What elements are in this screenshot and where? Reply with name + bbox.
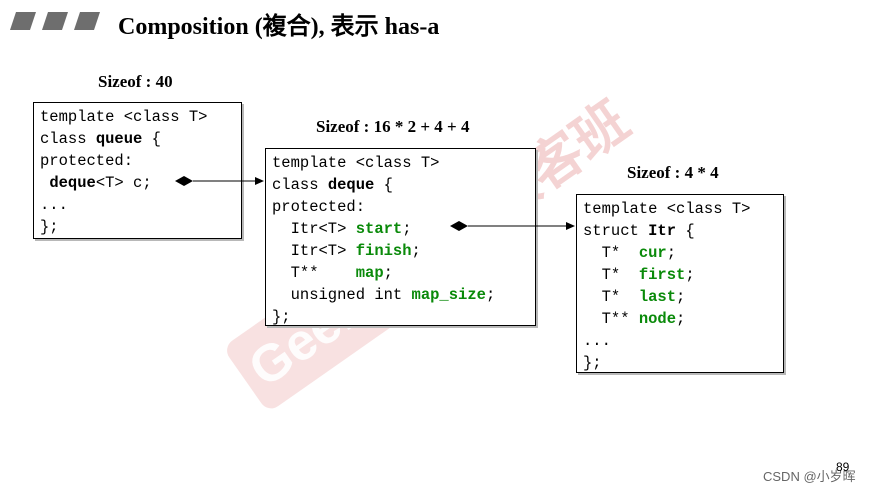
code-line-member: deque<T> c; bbox=[49, 174, 152, 192]
code-line: protected: bbox=[40, 152, 134, 170]
member-name: map bbox=[355, 264, 384, 282]
code-line: template <class T> bbox=[583, 200, 751, 218]
title-bar-3 bbox=[74, 12, 100, 30]
code-line-member: T* cur; bbox=[583, 244, 677, 262]
member-name: map_size bbox=[411, 286, 486, 304]
csdn-credit: CSDN @小岁晖 bbox=[763, 469, 856, 484]
code-line: ... bbox=[40, 196, 68, 214]
arrowhead-icon bbox=[566, 222, 575, 230]
code-line: protected: bbox=[272, 198, 366, 216]
queue-to-deque-arrow bbox=[175, 176, 264, 186]
code-line-member: T* first; bbox=[583, 266, 695, 284]
member-name: node bbox=[638, 310, 677, 328]
code-line: template <class T> bbox=[40, 108, 208, 126]
code-line-member: Itr<T> start; bbox=[272, 220, 412, 238]
itr-sizeof-label: Sizeof : 4 * 4 bbox=[627, 163, 719, 182]
member-name: start bbox=[355, 220, 403, 238]
code-line-member: Itr<T> finish; bbox=[272, 242, 421, 260]
member-name: finish bbox=[355, 242, 412, 260]
slide-title: Composition (複合), 表示 has-a bbox=[118, 14, 440, 40]
queue-sizeof-label: Sizeof : 40 bbox=[98, 72, 173, 91]
struct-name: Itr bbox=[648, 222, 677, 240]
itr-code-box: template <class T> struct Itr { T* cur; … bbox=[576, 194, 784, 373]
class-name: deque bbox=[327, 176, 375, 194]
title-bars-decoration bbox=[10, 12, 100, 30]
code-line: struct Itr { bbox=[583, 222, 695, 240]
deque-code-box: template <class T> class deque { protect… bbox=[265, 148, 536, 326]
code-line: template <class T> bbox=[272, 154, 440, 172]
composition-diamond-icon bbox=[450, 221, 468, 231]
deque-sizeof-label: Sizeof : 16 * 2 + 4 + 4 bbox=[316, 117, 470, 136]
member-type: deque bbox=[49, 174, 96, 192]
code-line: class deque { bbox=[272, 176, 393, 194]
code-line: }; bbox=[272, 308, 291, 326]
member-name: first bbox=[638, 266, 686, 284]
composition-diamond-icon bbox=[175, 176, 193, 186]
deque-to-itr-arrow bbox=[450, 221, 575, 231]
member-name: cur bbox=[638, 244, 667, 262]
code-line-member: T* last; bbox=[583, 288, 686, 306]
class-name: queue bbox=[95, 130, 143, 148]
title-bar-2 bbox=[42, 12, 68, 30]
code-line-member: T** node; bbox=[583, 310, 686, 328]
code-line: }; bbox=[583, 354, 602, 372]
member-name: last bbox=[638, 288, 677, 306]
arrowhead-icon bbox=[255, 177, 264, 185]
code-line-member: unsigned int map_size; bbox=[272, 286, 496, 304]
code-line: class queue { bbox=[40, 130, 161, 148]
queue-code-box: template <class T> class queue { protect… bbox=[33, 102, 242, 239]
title-bar-1 bbox=[10, 12, 36, 30]
code-line: }; bbox=[40, 218, 59, 236]
code-line-member: T** map; bbox=[272, 264, 393, 282]
page-number: 89 bbox=[836, 460, 850, 474]
code-line: ... bbox=[583, 332, 611, 350]
